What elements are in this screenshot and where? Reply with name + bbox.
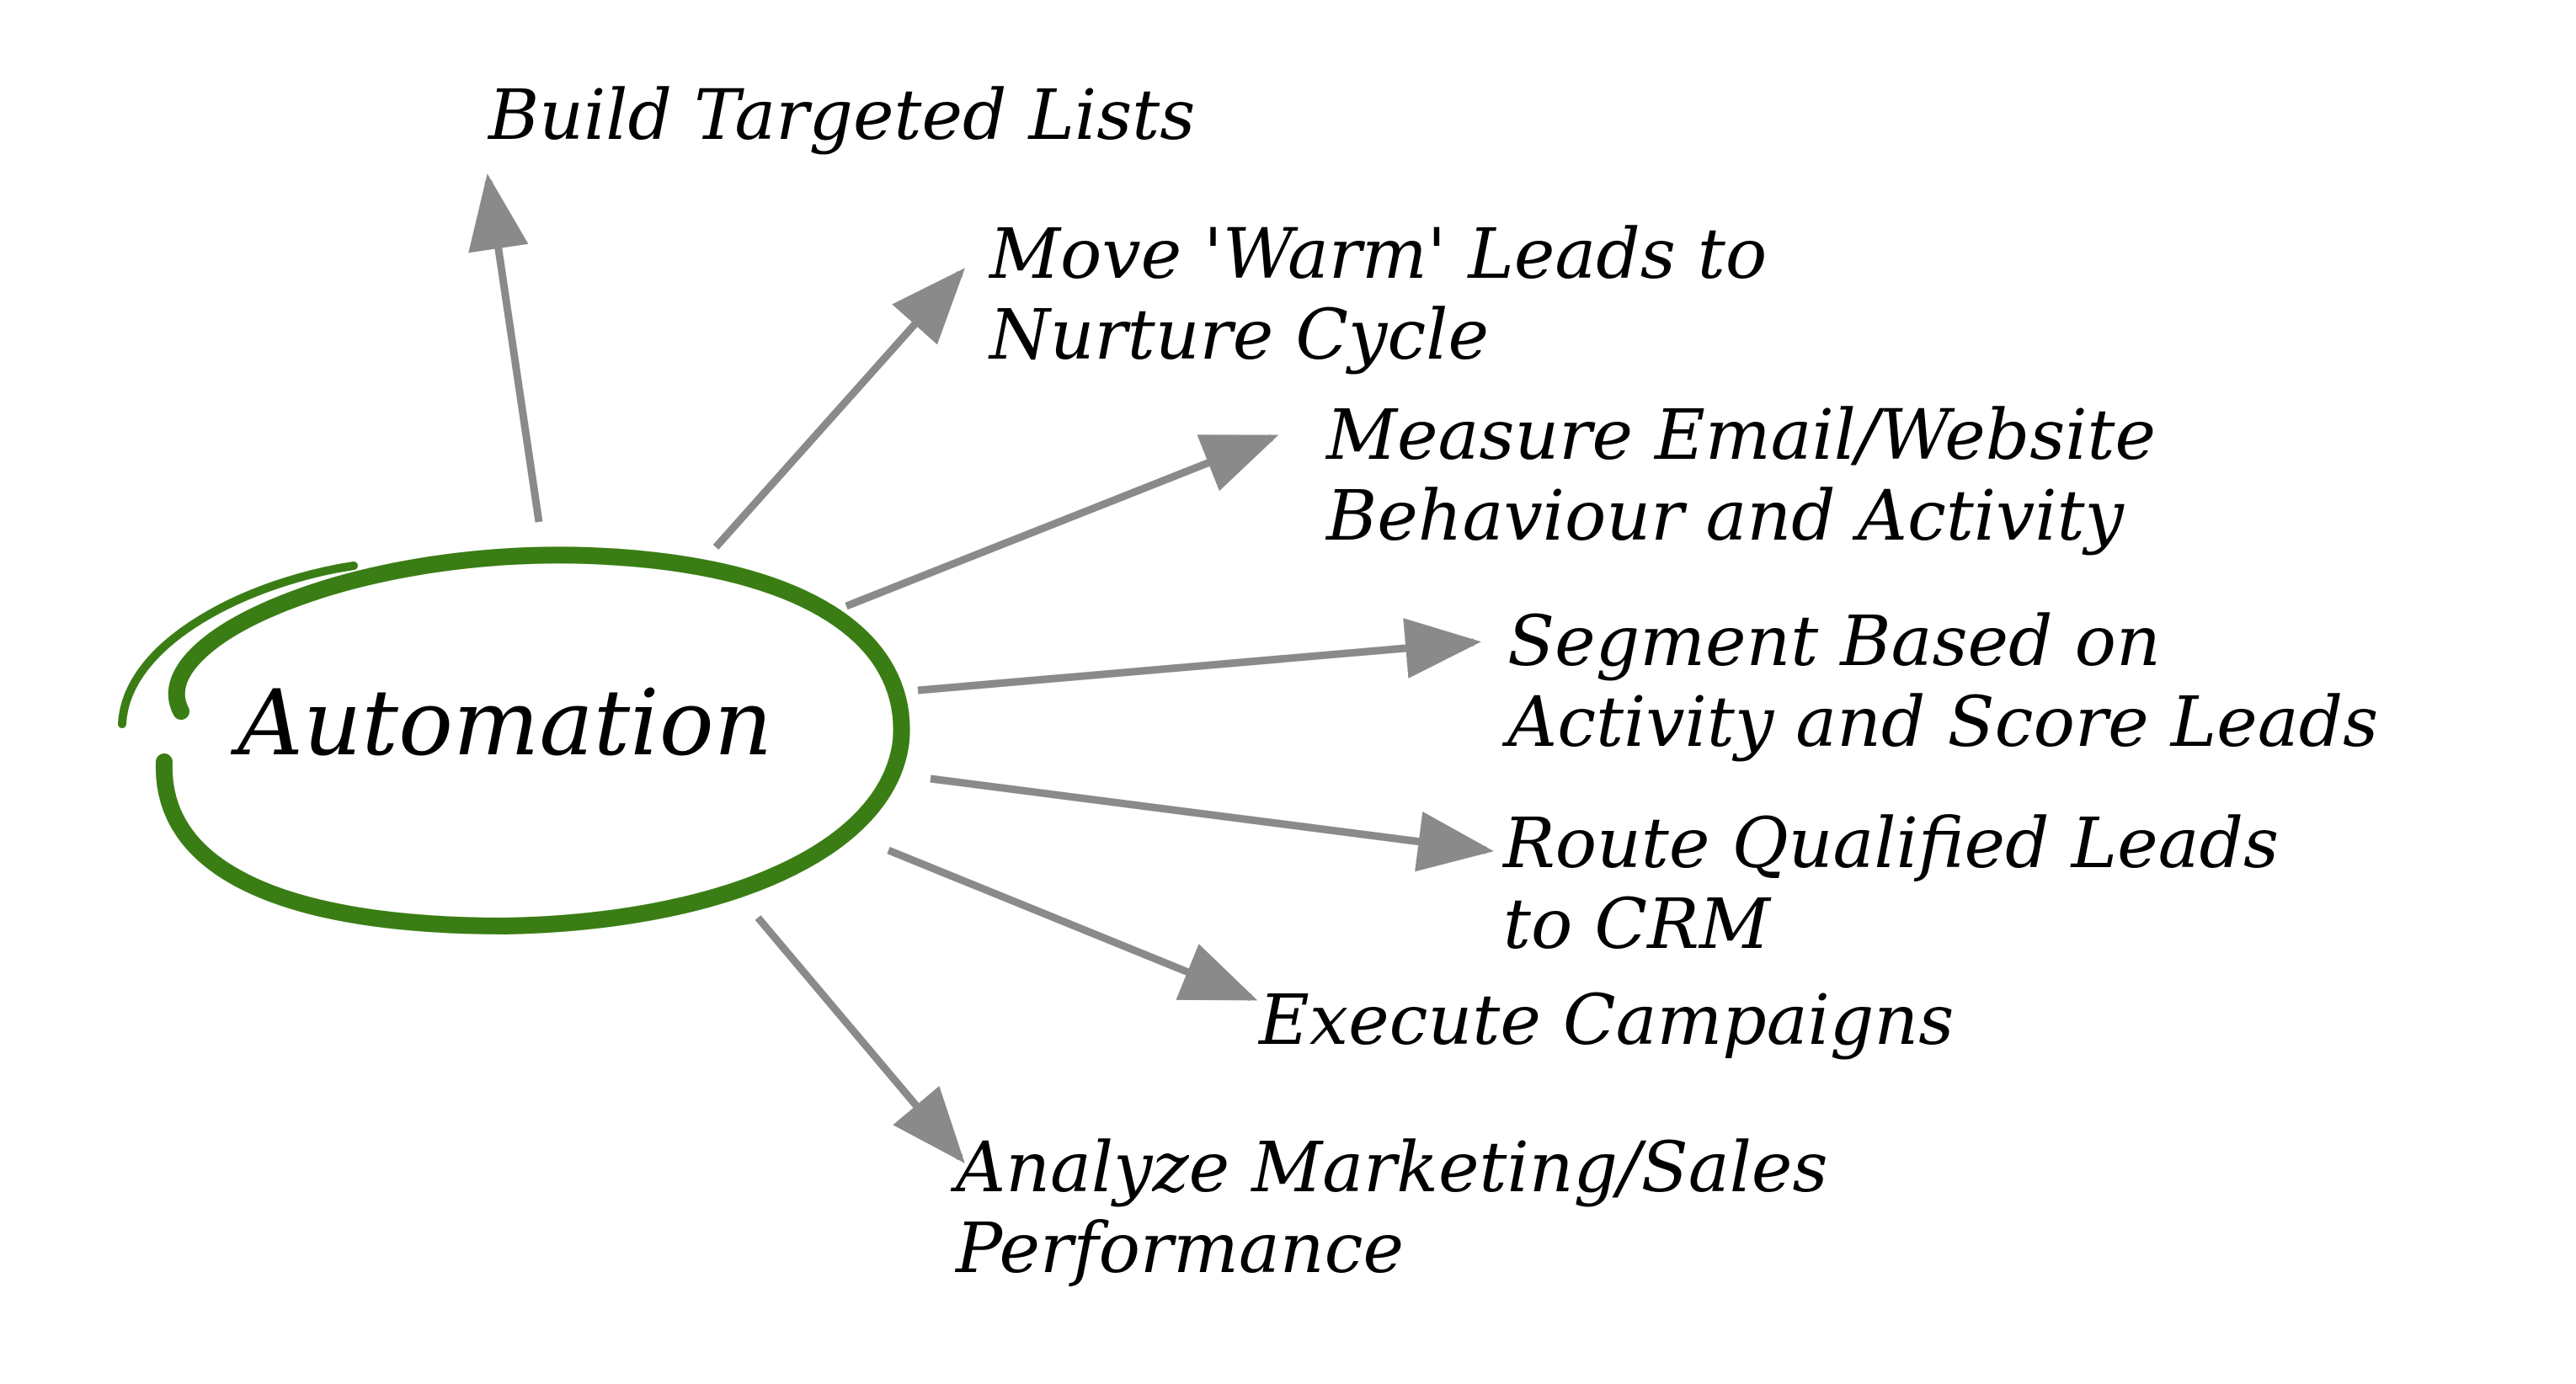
item-line: Performance — [956, 1209, 1405, 1289]
item-line: Route Qualified Leads — [1503, 804, 2280, 884]
item-line: Move 'Warm' Leads to — [989, 215, 1768, 295]
item-build-targeted-lists: Build Targeted Lists — [488, 76, 1195, 157]
item-analyze-performance: Analyze Marketing/Sales Performance — [956, 1128, 1828, 1290]
arrow-build-targeted-lists — [468, 173, 543, 523]
item-line: Activity and Score Leads — [1507, 683, 2379, 763]
arrow-analyze-performance — [755, 915, 965, 1163]
arrow-measure-behaviour — [845, 434, 1279, 610]
item-line: Execute Campaigns — [1259, 981, 1955, 1061]
item-move-warm-leads: Move 'Warm' Leads to Nurture Cycle — [989, 215, 1767, 376]
arrow-move-warm-leads — [712, 268, 965, 550]
item-line: Segment Based on — [1507, 602, 2161, 682]
item-line: to CRM — [1503, 885, 1770, 965]
item-route-qualified: Route Qualified Leads to CRM — [1503, 804, 2279, 966]
item-line: Analyze Marketing/Sales — [956, 1128, 1828, 1208]
item-line: Build Targeted Lists — [488, 76, 1196, 156]
center-label: Automation — [237, 671, 773, 776]
item-segment-score: Segment Based on Activity and Score Lead… — [1507, 602, 2378, 764]
center-ring-tail — [118, 562, 358, 728]
item-measure-behaviour: Measure Email/Website Behaviour and Acti… — [1326, 396, 2156, 557]
arrow-route-qualified — [930, 775, 1494, 872]
item-line: Measure Email/Website — [1326, 396, 2157, 476]
center-ring — [155, 546, 910, 935]
item-line: Behaviour and Activity — [1326, 476, 2124, 556]
arrow-execute-campaigns — [887, 846, 1258, 1002]
item-execute-campaigns: Execute Campaigns — [1259, 981, 1954, 1062]
item-line: Nurture Cycle — [989, 295, 1490, 375]
arrow-segment-score — [917, 618, 1481, 695]
